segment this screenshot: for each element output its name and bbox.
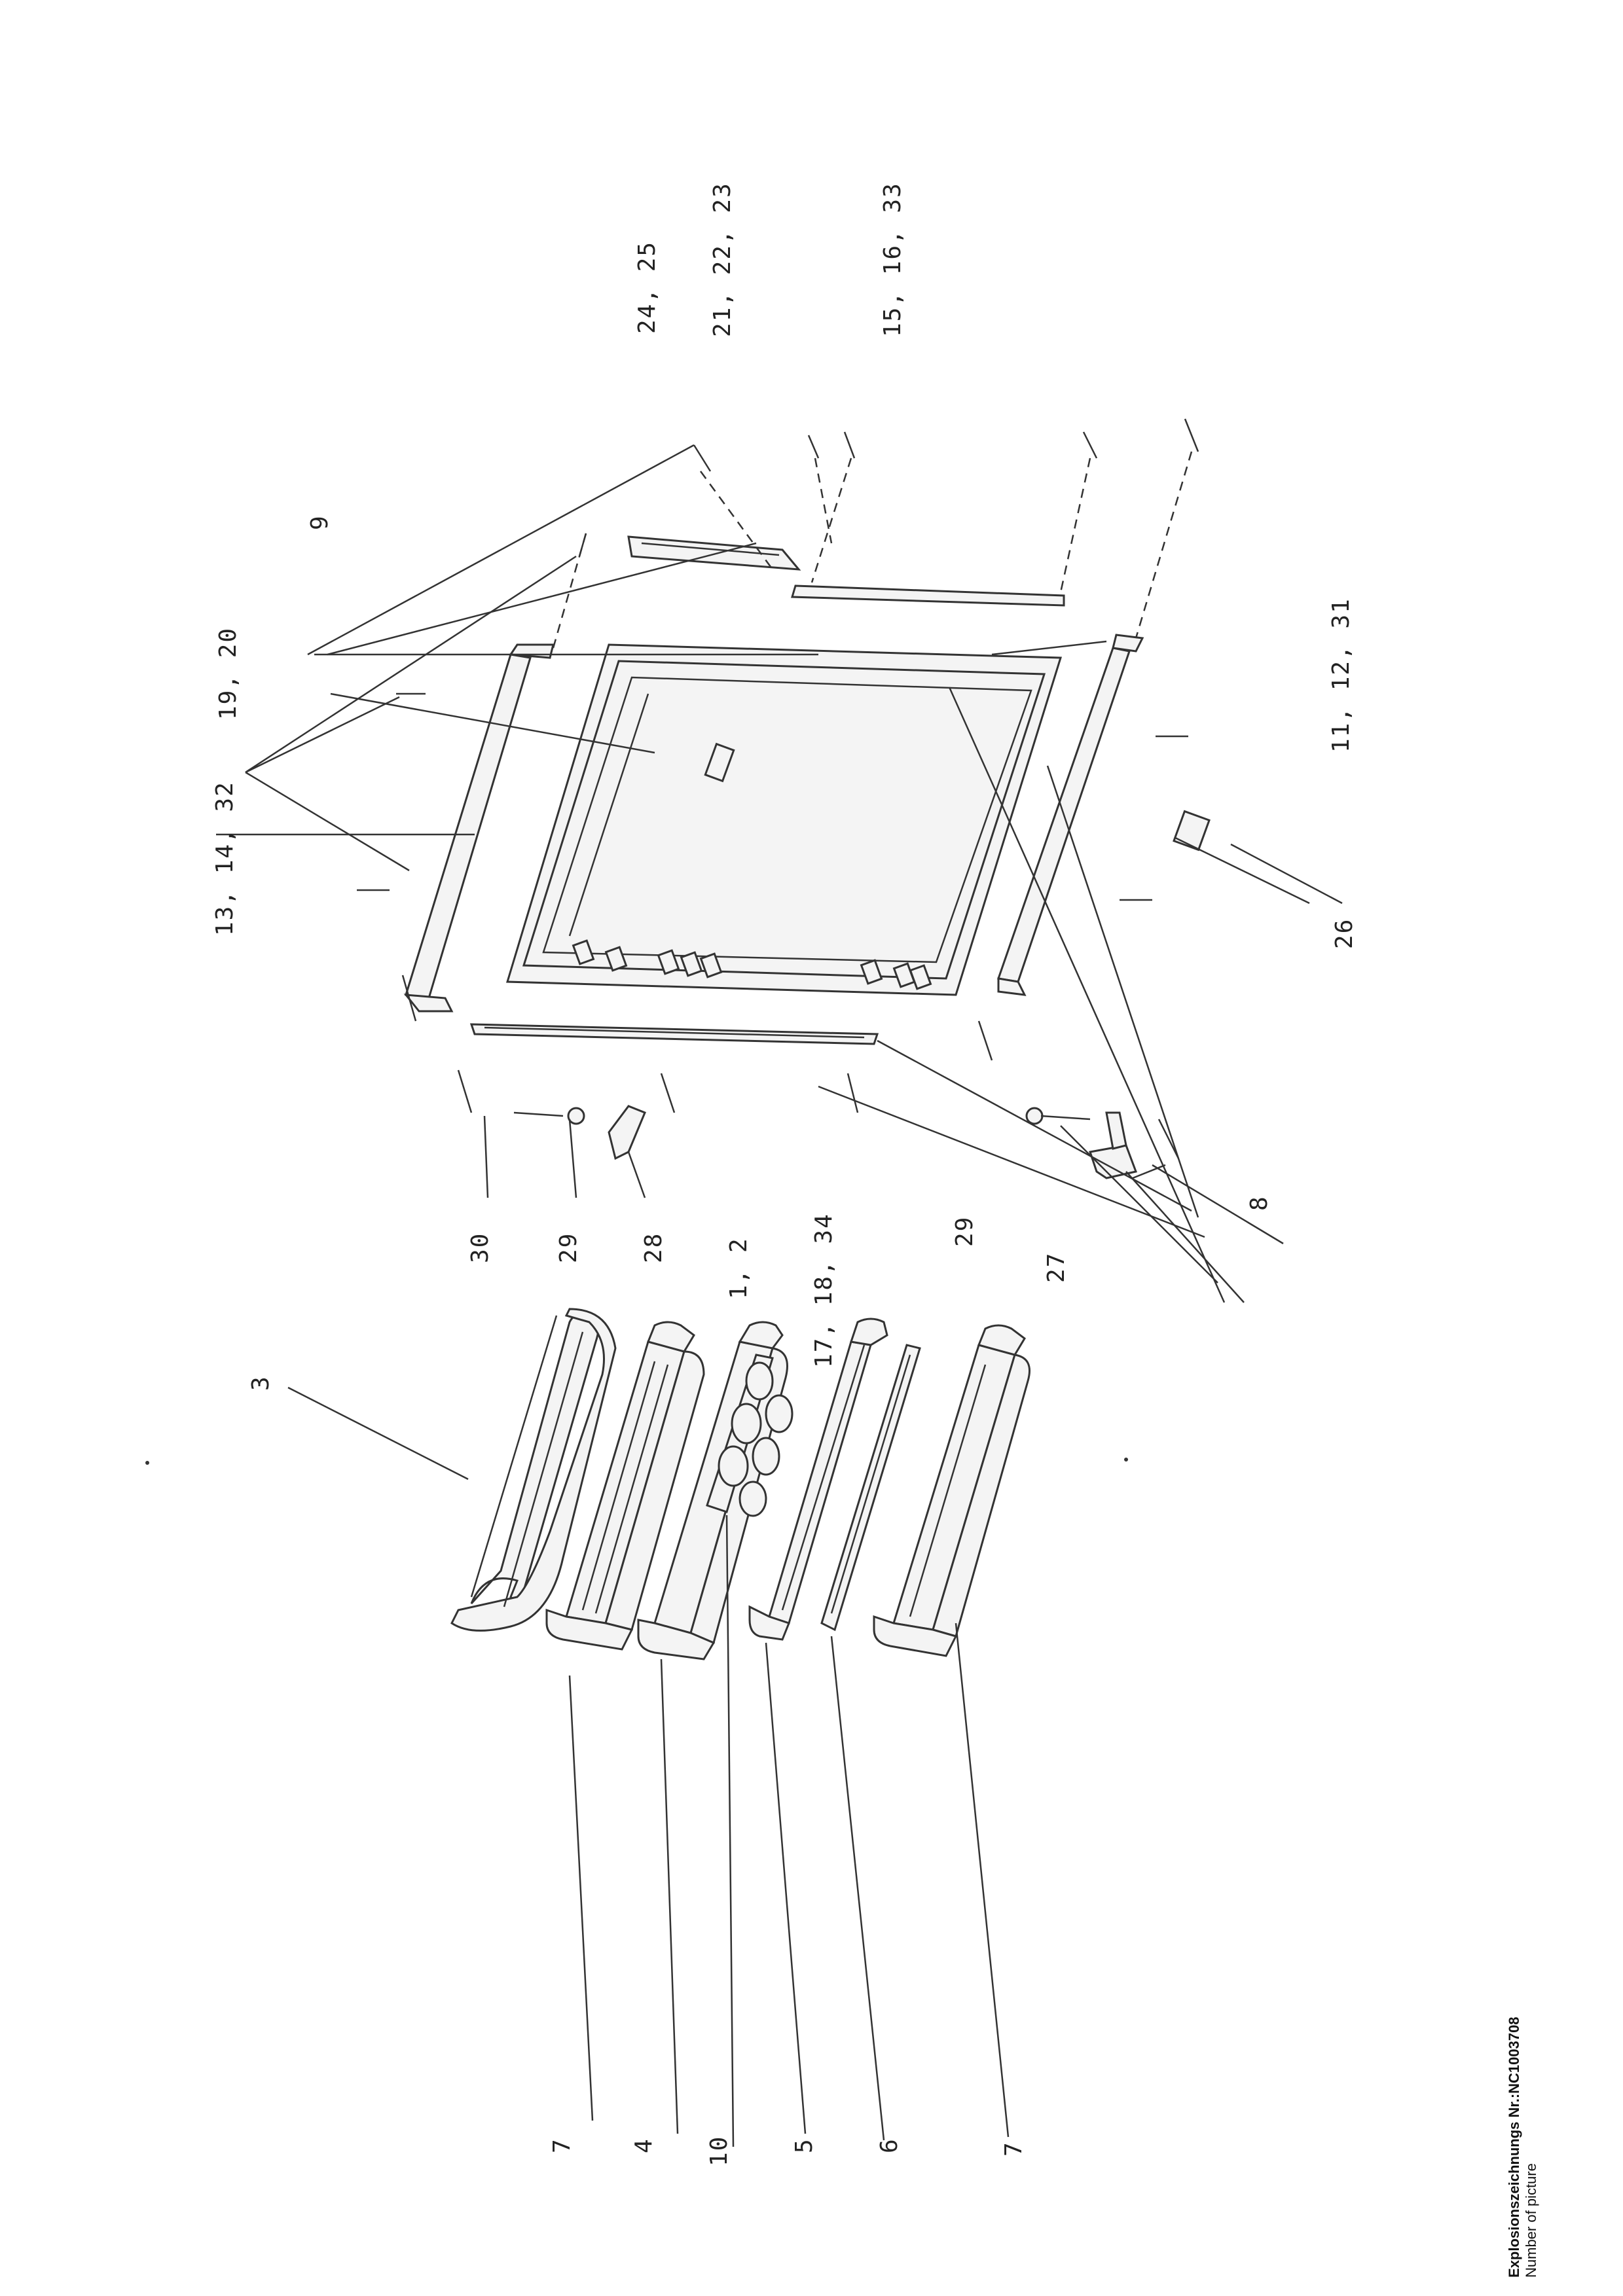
part-6-retainer (820, 1344, 921, 1632)
label-29-upper: 29 (555, 1232, 582, 1263)
label-15-16-33: 15, 16, 33 (879, 182, 906, 337)
left-leader-lines (287, 1386, 1010, 2147)
part-29-washer-lower (1025, 1107, 1044, 1125)
part-17-18-34-left-rail (469, 1023, 879, 1045)
label-7-upper: 7 (549, 2138, 575, 2153)
label-1-2: 1, 2 (725, 1237, 752, 1299)
part-10-egg-tray (706, 1354, 793, 1517)
caption-title: Explosionszeichnungs Nr.:NC1003708 (1506, 2017, 1522, 2278)
part-26-clip (1173, 810, 1211, 852)
caption: Explosionszeichnungs Nr.:NC1003708 Numbe… (1506, 1937, 1540, 2278)
label-9: 9 (306, 514, 333, 530)
part-1-2-door-panel (505, 643, 1063, 996)
label-30: 30 (467, 1232, 494, 1263)
label-8: 8 (1246, 1195, 1273, 1211)
label-19-20: 19, 20 (215, 627, 242, 720)
label-7-lower: 7 (1000, 2141, 1027, 2157)
part-28-hinge (608, 1105, 646, 1160)
alignment-lines (552, 451, 1193, 649)
label-10: 10 (706, 2136, 733, 2166)
part-5-bottle-shelf (748, 1318, 888, 1641)
label-4: 4 (630, 2138, 657, 2153)
part-27-hinge (1089, 1111, 1138, 1179)
label-3: 3 (247, 1375, 274, 1391)
label-24-25: 24, 25 (634, 241, 661, 334)
label-21-22-23: 21, 22, 23 (709, 182, 736, 337)
label-11-12-31: 11, 12, 31 (1328, 598, 1355, 753)
caption-subtitle: Number of picture (1523, 2163, 1539, 2278)
part-21-22-23-hinge-plate (627, 535, 801, 571)
part-7-upper-balcony (545, 1321, 705, 1651)
part-9-clip (704, 742, 735, 783)
label-28: 28 (640, 1232, 667, 1263)
label-6: 6 (876, 2138, 903, 2153)
part-7-lower-balcony (873, 1324, 1030, 1657)
stray-mark (1124, 1458, 1128, 1462)
label-27: 27 (1043, 1252, 1070, 1283)
label-17-18-34: 17, 18, 34 (811, 1213, 837, 1368)
label-29-lower: 29 (951, 1216, 978, 1247)
part-29-washer-upper (567, 1107, 585, 1125)
part-15-16-33-strip (791, 584, 1065, 607)
part-3-shelf-cover (450, 1308, 617, 1632)
label-26: 26 (1331, 918, 1358, 949)
label-13-14-32: 13, 14, 32 (211, 781, 238, 936)
right-leader-lines (216, 444, 1343, 1303)
stray-mark (145, 1461, 149, 1465)
label-5: 5 (791, 2138, 818, 2153)
